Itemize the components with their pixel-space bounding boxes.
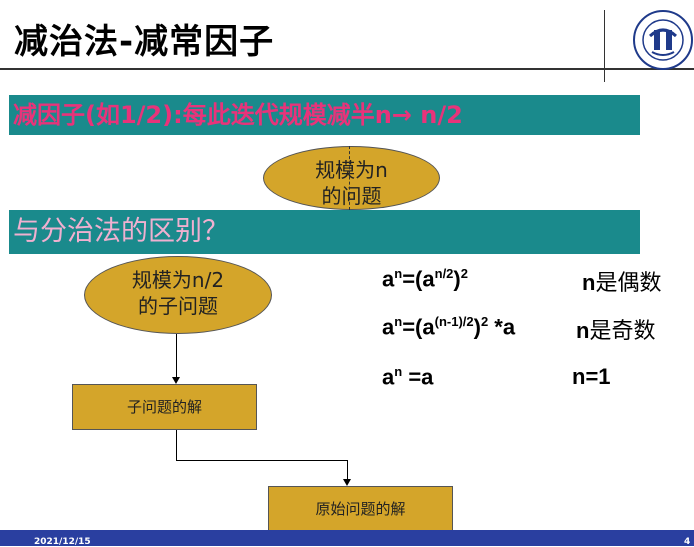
difference-question-text: 与分治法的区别？: [13, 216, 229, 247]
university-seal-icon: [632, 8, 694, 74]
arrow-line-2b: [176, 460, 348, 461]
condition-odd-text: 是奇数: [589, 319, 656, 344]
header-divider: [0, 68, 694, 70]
problem-size-n-label-line1: 规模为n: [315, 158, 388, 182]
subproblem-solution-box: 子问题的解: [72, 384, 257, 430]
slide-title: 减治法-减常因子: [14, 22, 275, 62]
condition-even-var: n: [582, 270, 596, 295]
formula-odd: an=(a(n-1)/2)2 *a: [382, 314, 516, 340]
subproblem-label-line2: 的子问题: [138, 294, 218, 318]
arrow-head-1: [172, 377, 180, 384]
condition-even-text: 是偶数: [595, 271, 662, 296]
original-solution-box: 原始问题的解: [268, 486, 453, 532]
arrow-head-2: [343, 479, 351, 486]
arrow-line-1: [176, 334, 177, 378]
problem-size-n-node: 规模为n 的问题: [263, 146, 440, 210]
condition-odd-var: n: [576, 318, 590, 343]
formula-even: an=(an/2)2: [382, 266, 468, 292]
decrease-factor-text: 减因子(如1/2):每此迭代规模减半n→ n/2: [13, 101, 463, 129]
subproblem-size-n2-node: 规模为n/2 的子问题: [84, 256, 272, 334]
page-number: 4: [684, 537, 691, 547]
difference-banner: 与分治法的区别？: [9, 210, 640, 254]
header-divider-vertical: [604, 10, 605, 82]
problem-node-dashed-line: [349, 146, 350, 210]
condition-even: n是偶数: [582, 265, 661, 297]
arrow-line-2a: [176, 430, 177, 460]
problem-size-n-label-line2: 的问题: [321, 184, 382, 208]
condition-base: n=1: [572, 364, 611, 389]
subproblem-label-line1: 规模为n/2: [131, 268, 225, 292]
footer-bar: [0, 530, 694, 546]
condition-odd: n是奇数: [576, 313, 655, 345]
decrease-factor-banner: 减因子(如1/2):每此迭代规模减半n→ n/2: [9, 95, 640, 135]
formula-base: an =a: [382, 364, 434, 390]
footer-date: 2021/12/15: [34, 537, 91, 547]
arrow-line-2c: [347, 460, 348, 480]
